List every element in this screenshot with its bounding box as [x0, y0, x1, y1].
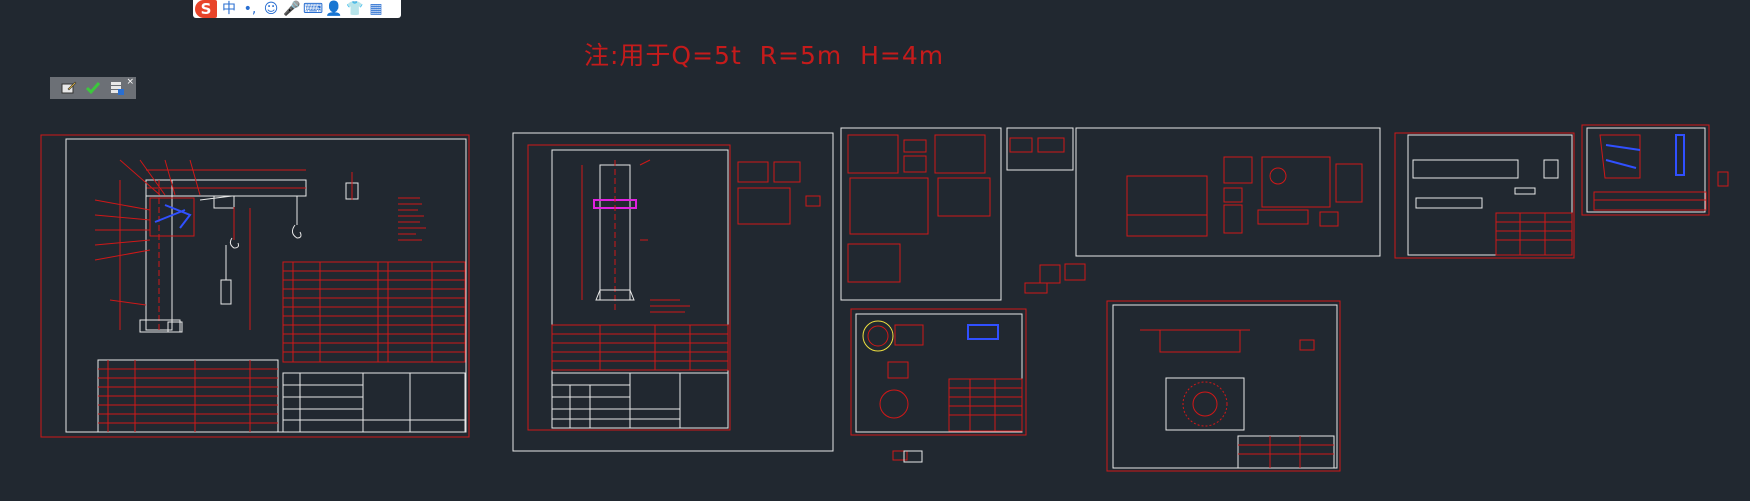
ime-toolbar: S 中 •, ☺ 🎤 ⌨ 👤 👕 ▦	[193, 0, 401, 18]
cantilever-drawing-sheet[interactable]	[1581, 124, 1729, 216]
parts-detail-sheet[interactable]	[840, 127, 1086, 301]
emoji-icon[interactable]: ☺	[263, 1, 279, 17]
edit-block-icon[interactable]	[60, 80, 78, 96]
checkmark-icon[interactable]	[84, 80, 102, 96]
toolbox-icon[interactable]: ▦	[369, 1, 383, 17]
user-icon[interactable]: 👤	[325, 1, 343, 17]
floating-edit-toolbar: ×	[50, 77, 136, 99]
small-detail-frame[interactable]	[903, 450, 923, 463]
sogou-logo-icon[interactable]: S	[195, 0, 217, 18]
assembly-drawing-sheet[interactable]	[40, 134, 470, 438]
gear-drawing-sheet[interactable]	[1106, 300, 1341, 472]
small-detail-block[interactable]	[892, 450, 908, 461]
layers-icon[interactable]	[108, 80, 126, 96]
punctuation-button[interactable]: •,	[243, 1, 257, 17]
chinese-mode-button[interactable]: 中	[222, 1, 236, 17]
close-icon[interactable]: ×	[126, 77, 134, 87]
microphone-icon[interactable]: 🎤	[283, 1, 301, 17]
component-details-sheet[interactable]	[1075, 127, 1381, 257]
boom-drawing-sheet[interactable]	[1394, 132, 1575, 259]
drawing-note: 注:用于Q=5t R=5m H=4m	[584, 41, 945, 70]
skin-icon[interactable]: 👕	[346, 1, 364, 17]
keyboard-icon[interactable]: ⌨	[302, 1, 324, 17]
column-part-sheet[interactable]	[512, 132, 834, 452]
slewing-bearing-sheet[interactable]	[850, 308, 1027, 436]
